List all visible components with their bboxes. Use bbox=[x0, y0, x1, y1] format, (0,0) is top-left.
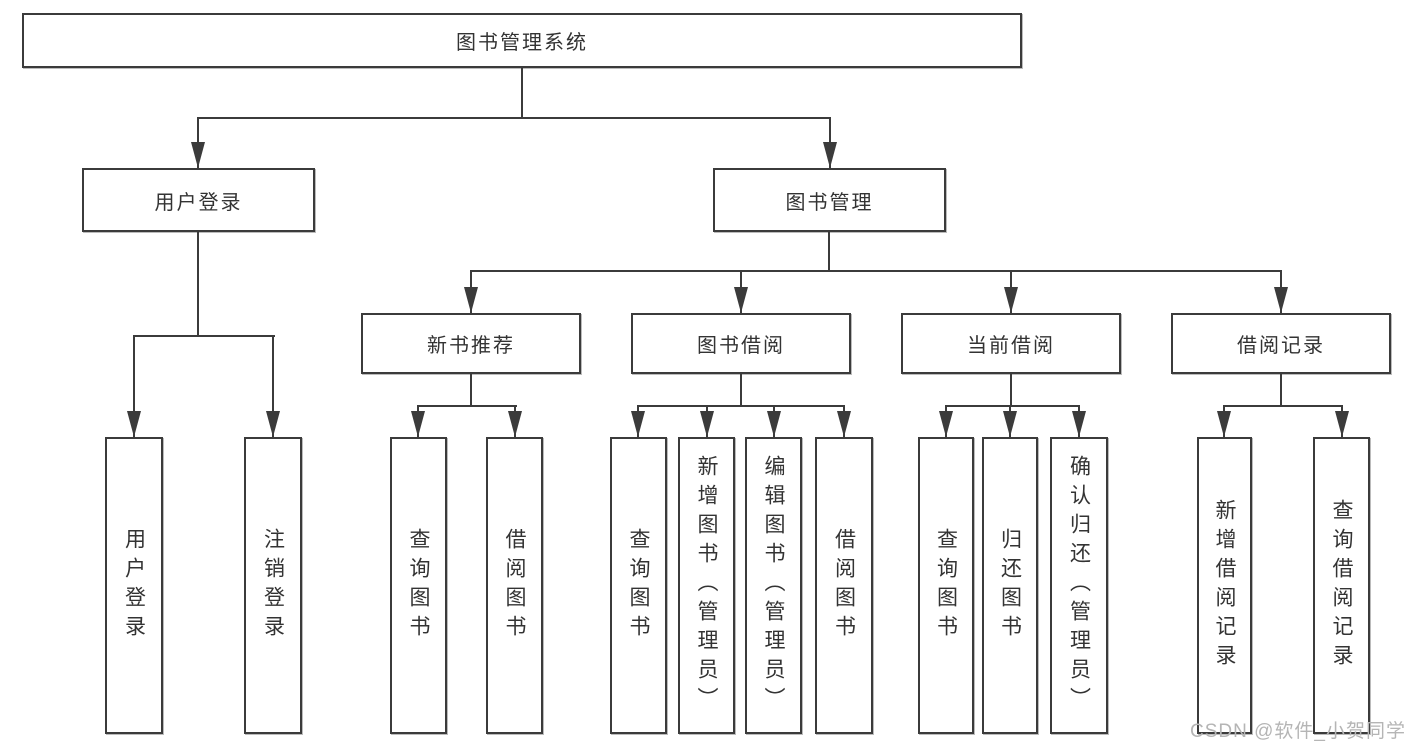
node-user-login: 用户登录 bbox=[82, 168, 315, 232]
arrowhead-icon bbox=[411, 411, 425, 437]
leaf-add-borrow-record: 新增借阅记录 bbox=[1197, 437, 1252, 734]
leaf-confirm-return-admin-label: 确认归还（管理员） bbox=[1067, 455, 1091, 716]
arrowhead-icon bbox=[767, 411, 781, 437]
arrowhead-icon bbox=[266, 411, 280, 437]
leaf-borrow-books-recommend-label: 借阅图书 bbox=[503, 527, 526, 644]
leaf-user-login-label: 用户登录 bbox=[122, 527, 146, 644]
connector-line bbox=[470, 374, 472, 407]
arrowhead-icon bbox=[631, 411, 645, 437]
leaf-return-book: 归还图书 bbox=[982, 437, 1038, 734]
arrowhead-icon bbox=[191, 142, 205, 168]
arrowhead-icon bbox=[508, 411, 522, 437]
leaf-add-book-admin-label: 新增图书（管理员） bbox=[695, 455, 718, 716]
leaf-return-book-label: 归还图书 bbox=[998, 527, 1022, 644]
arrowhead-icon bbox=[1274, 287, 1288, 313]
arrowhead-icon bbox=[939, 411, 953, 437]
leaf-query-books-borrow-label: 查询图书 bbox=[627, 527, 650, 644]
arrowhead-icon bbox=[127, 411, 141, 437]
arrowhead-icon bbox=[837, 411, 851, 437]
node-book-borrow-label: 图书借阅 bbox=[697, 335, 785, 357]
leaf-query-books-current: 查询图书 bbox=[918, 437, 974, 734]
connector-line bbox=[945, 405, 1080, 407]
connector-line bbox=[637, 405, 845, 407]
connector-line bbox=[521, 68, 523, 119]
leaf-borrow-books-label: 借阅图书 bbox=[832, 527, 856, 644]
leaf-borrow-books: 借阅图书 bbox=[815, 437, 873, 734]
connector-line bbox=[197, 117, 831, 119]
connector-line bbox=[470, 270, 1282, 272]
node-root: 图书管理系统 bbox=[22, 13, 1022, 68]
leaf-query-borrow-record: 查询借阅记录 bbox=[1313, 437, 1370, 734]
node-user-login-label: 用户登录 bbox=[154, 191, 243, 214]
connector-line bbox=[1280, 374, 1282, 407]
arrowhead-icon bbox=[1003, 411, 1017, 437]
leaf-add-book-admin: 新增图书（管理员） bbox=[678, 437, 735, 734]
leaf-query-books-current-label: 查询图书 bbox=[934, 527, 958, 644]
leaf-confirm-return-admin: 确认归还（管理员） bbox=[1050, 437, 1108, 734]
node-new-book-recommend: 新书推荐 bbox=[361, 313, 581, 374]
connector-line bbox=[133, 335, 275, 337]
leaf-query-borrow-record-label: 查询借阅记录 bbox=[1330, 498, 1353, 673]
arrowhead-icon bbox=[464, 287, 478, 313]
leaf-query-books-borrow: 查询图书 bbox=[610, 437, 667, 734]
arrowhead-icon bbox=[1004, 287, 1018, 313]
connector-line bbox=[1010, 374, 1012, 407]
connector-line bbox=[197, 232, 199, 337]
arrowhead-icon bbox=[700, 411, 714, 437]
node-book-management: 图书管理 bbox=[713, 168, 946, 232]
leaf-query-books-recommend-label: 查询图书 bbox=[407, 527, 430, 644]
csdn-watermark: CSDN @软件_小贺同学 bbox=[1190, 721, 1405, 742]
leaf-edit-book-admin: 编辑图书（管理员） bbox=[745, 437, 802, 734]
leaf-user-login: 用户登录 bbox=[105, 437, 163, 734]
arrowhead-icon bbox=[823, 142, 837, 168]
node-current-borrow-label: 当前借阅 bbox=[967, 335, 1055, 357]
connector-line bbox=[133, 335, 135, 437]
node-borrow-records: 借阅记录 bbox=[1171, 313, 1391, 374]
arrowhead-icon bbox=[734, 287, 748, 313]
node-current-borrow: 当前借阅 bbox=[901, 313, 1121, 374]
leaf-edit-book-admin-label: 编辑图书（管理员） bbox=[762, 455, 785, 716]
leaf-add-borrow-record-label: 新增借阅记录 bbox=[1213, 498, 1236, 673]
node-root-label: 图书管理系统 bbox=[456, 32, 588, 54]
node-book-borrow: 图书借阅 bbox=[631, 313, 851, 374]
connector-line bbox=[1223, 405, 1343, 407]
leaf-borrow-books-recommend: 借阅图书 bbox=[486, 437, 543, 734]
arrowhead-icon bbox=[1217, 411, 1231, 437]
node-new-book-recommend-label: 新书推荐 bbox=[427, 335, 515, 357]
connector-line bbox=[272, 335, 274, 437]
arrowhead-icon bbox=[1335, 411, 1349, 437]
connector-line bbox=[828, 232, 830, 272]
node-book-management-label: 图书管理 bbox=[785, 191, 874, 214]
leaf-query-books-recommend: 查询图书 bbox=[390, 437, 447, 734]
leaf-logout-label: 注销登录 bbox=[261, 527, 285, 644]
arrowhead-icon bbox=[1072, 411, 1086, 437]
connector-line bbox=[740, 374, 742, 407]
leaf-logout: 注销登录 bbox=[244, 437, 302, 734]
node-borrow-records-label: 借阅记录 bbox=[1237, 335, 1325, 357]
connector-line bbox=[417, 405, 517, 407]
